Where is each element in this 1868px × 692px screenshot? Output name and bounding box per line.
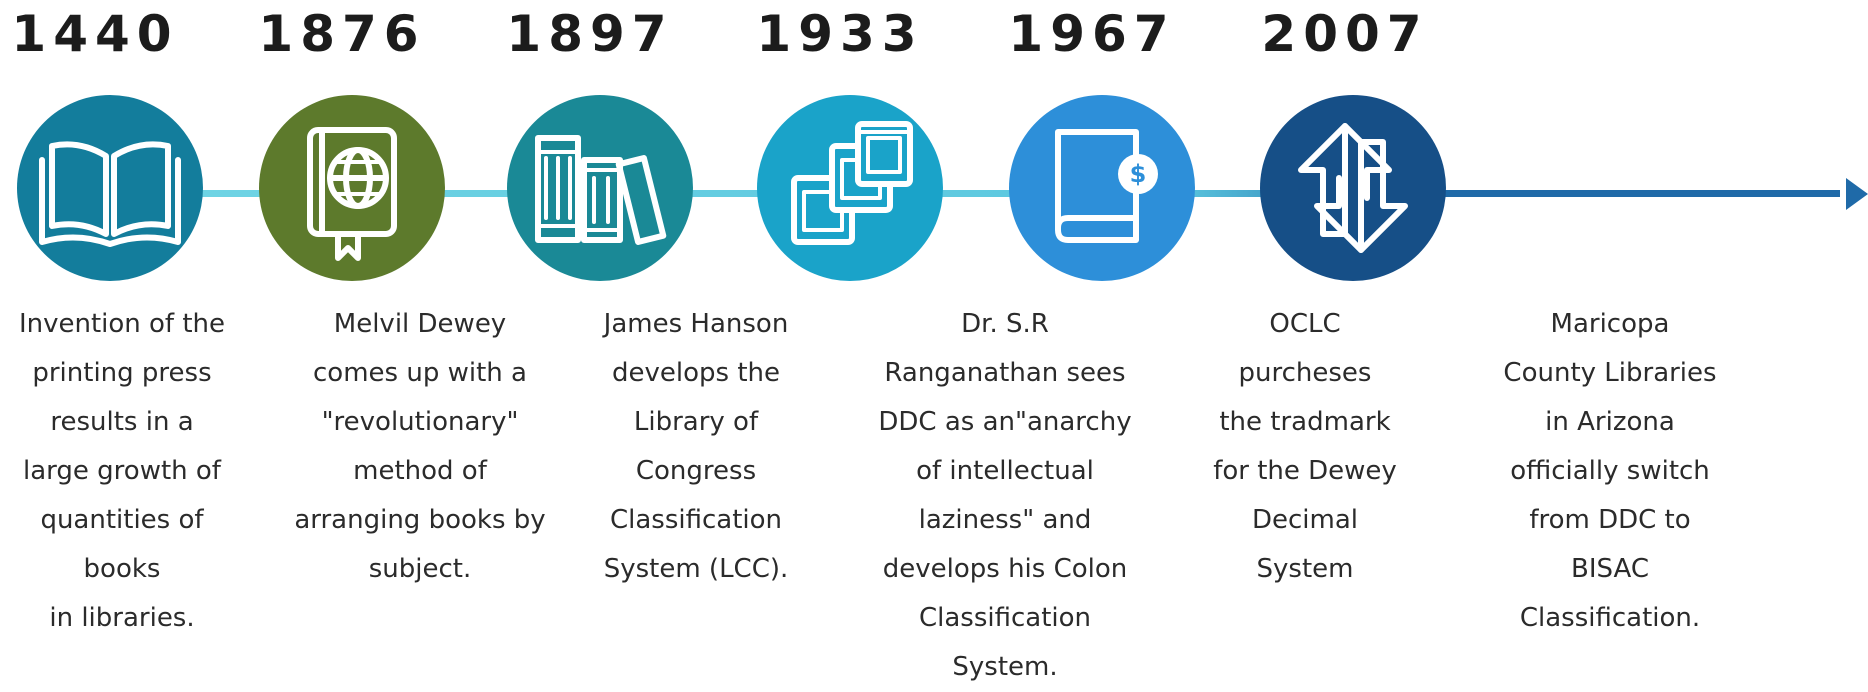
- event-year: 1897: [506, 5, 674, 63]
- book-dollar-icon: $: [1055, 129, 1158, 243]
- event-description: Melvil Dewey comes up with a "revolution…: [294, 309, 546, 584]
- event-circle: [507, 95, 693, 281]
- event-description: Dr. S.R Ranganathan sees DDC as an"anarc…: [878, 309, 1132, 682]
- event-node-1967: $: [1009, 95, 1195, 281]
- globe-book-icon: [307, 127, 397, 261]
- event-description: Invention of the printing press results …: [18, 309, 226, 633]
- swap-arrows-icon: [1298, 123, 1408, 253]
- event-node-1440: [17, 95, 203, 281]
- event-year: 1933: [756, 5, 924, 63]
- timeline-arrowhead: [1846, 178, 1868, 210]
- event-year: 1440: [11, 5, 179, 63]
- svg-text:$: $: [1130, 160, 1147, 188]
- timeline-graphic: $: [17, 95, 1868, 281]
- card-catalog-icon: [791, 121, 913, 245]
- event-year: 1876: [258, 5, 426, 63]
- event-node-1876: [259, 95, 445, 281]
- event-node-1933: [757, 95, 943, 281]
- event-circle: [259, 95, 445, 281]
- event-circle: [1009, 95, 1195, 281]
- open-book-icon: [39, 141, 181, 247]
- event-node-1897: [507, 95, 693, 281]
- event-description: James Hanson develops the Library of Con…: [603, 309, 789, 584]
- event-description: Maricopa County Libraries in Arizona off…: [1503, 309, 1717, 633]
- event-node-2007: [1260, 95, 1446, 281]
- event-year: 1967: [1008, 5, 1176, 63]
- bookshelf-icon: [535, 135, 667, 245]
- event-description: OCLC purcheses the tradmark for the Dewe…: [1213, 309, 1397, 584]
- timeline-axis: [170, 190, 1840, 197]
- event-circle: [1260, 95, 1446, 281]
- event-year: 2007: [1261, 5, 1429, 63]
